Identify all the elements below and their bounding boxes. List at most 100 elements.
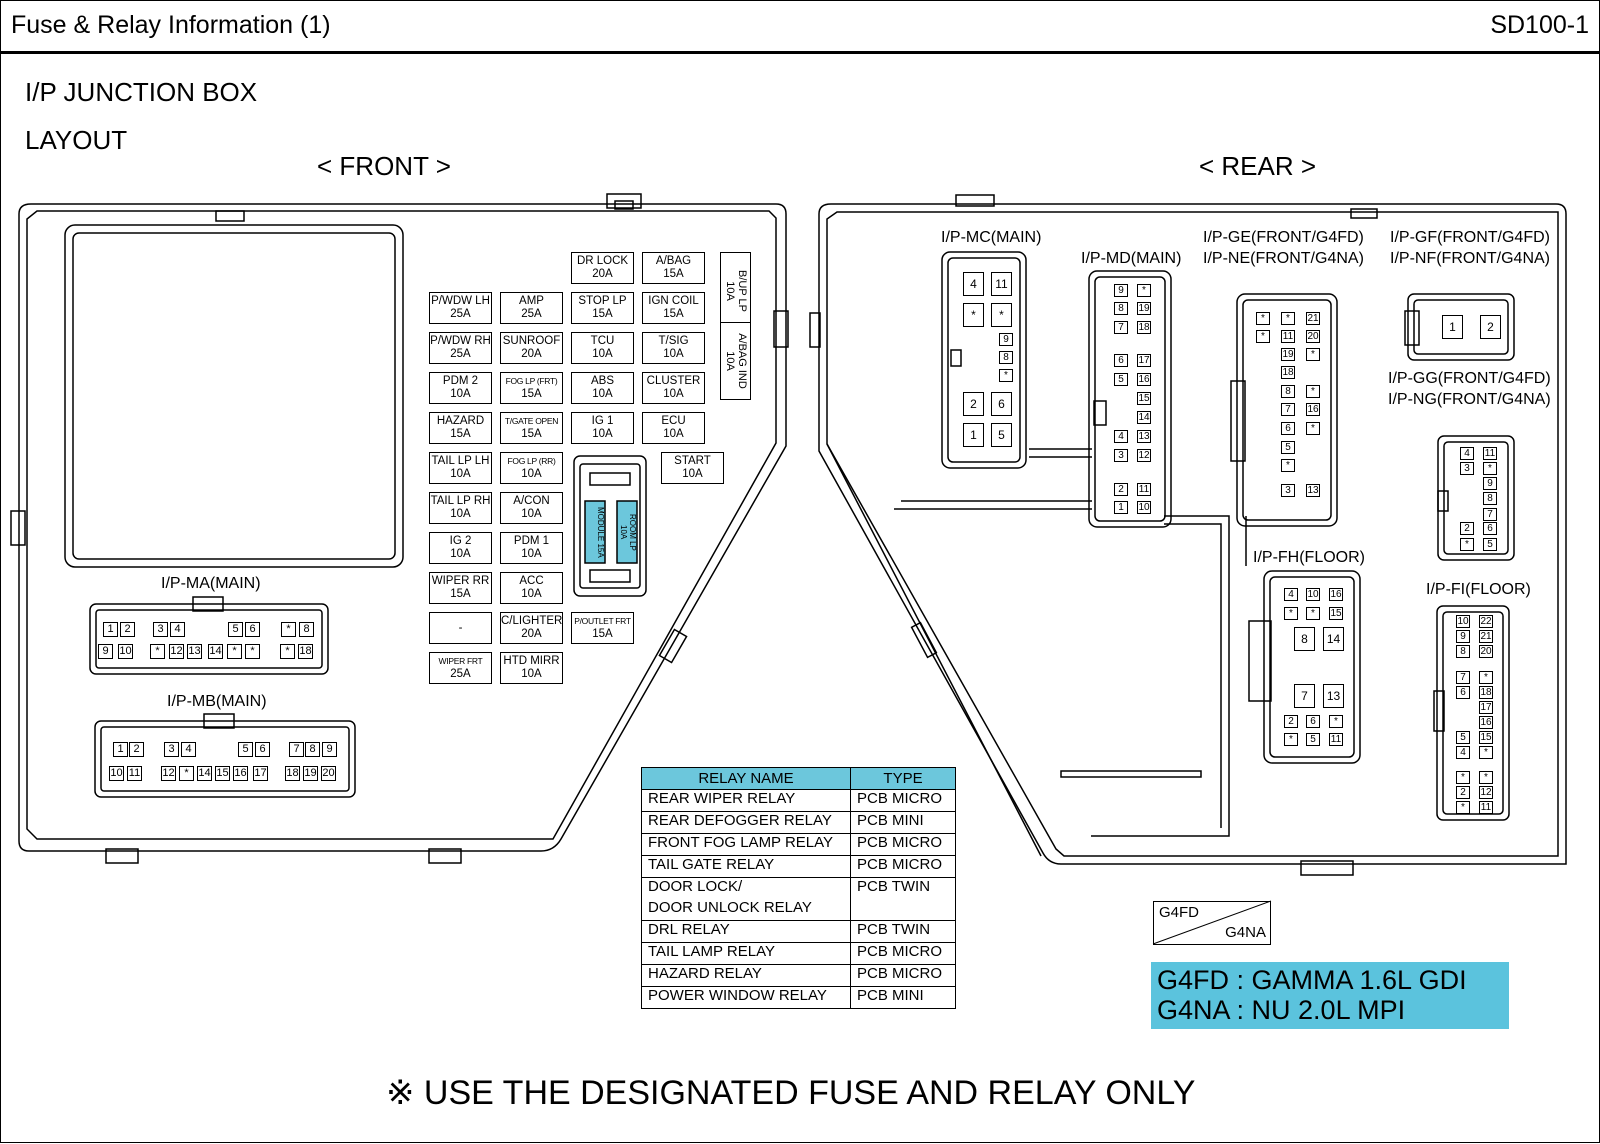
- mb-pin: 19: [303, 766, 318, 781]
- fuse-name: DR LOCK: [576, 255, 629, 267]
- gg-pin: 11: [1483, 447, 1497, 460]
- mc-pin: *: [999, 369, 1013, 382]
- relay-name: FRONT FOG LAMP RELAY: [641, 833, 851, 856]
- gg-pin: 6: [1483, 522, 1497, 535]
- relay-type: PCB MICRO: [850, 833, 956, 856]
- ma-pin: *: [227, 644, 242, 659]
- mb-pin: 17: [253, 766, 268, 781]
- fuse-blank[interactable]: -: [429, 612, 492, 644]
- notice-text: ※ USE THE DESIGNATED FUSE AND RELAY ONLY: [386, 1074, 1196, 1112]
- relay-name: DOOR UNLOCK RELAY: [641, 899, 851, 921]
- md-pin: *: [1137, 284, 1151, 297]
- ma-pin: 4: [170, 622, 185, 637]
- fuse-name: -: [458, 621, 463, 634]
- mb-pin: 11: [127, 766, 142, 781]
- ma-pin: 9: [98, 644, 113, 659]
- fh-pin: *: [1329, 715, 1343, 728]
- ge-pin: *: [1306, 385, 1320, 398]
- fh-pin: 7: [1294, 684, 1315, 708]
- fh-pin: 15: [1329, 607, 1343, 620]
- connector-ma-label: I/P-MA(MAIN): [161, 575, 261, 592]
- connector-ge-label: I/P-GE(FRONT/G4FD): [1203, 229, 1364, 246]
- relay-name: DRL RELAY: [641, 920, 851, 943]
- fuse-rating: 10A: [592, 348, 613, 360]
- fuse-name: A/BAG: [655, 255, 692, 267]
- md-pin: 9: [1114, 284, 1128, 297]
- fuse-rating: 20A: [521, 348, 542, 360]
- fuse-name: CLUSTER: [646, 375, 701, 387]
- gg-pin: 9: [1483, 477, 1497, 490]
- fi-pin: *: [1479, 771, 1493, 784]
- relay-name: REAR DEFOGGER RELAY: [641, 811, 851, 834]
- fuse-name: WIPER RR: [431, 575, 490, 587]
- md-pin: 4: [1114, 430, 1128, 443]
- fuse-rating: 10A: [521, 548, 542, 560]
- gg-pin: 5: [1483, 538, 1497, 551]
- ge-pin: *: [1306, 348, 1320, 361]
- relay-name: TAIL LAMP RELAY: [641, 942, 851, 965]
- ma-pin: *: [280, 644, 295, 659]
- fi-pin: 17: [1479, 701, 1493, 714]
- fuse-rating: 15A: [521, 388, 542, 400]
- connector-md-label: I/P-MD(MAIN): [1081, 250, 1182, 267]
- ge-pin: 5: [1281, 441, 1295, 454]
- fi-pin: 15: [1479, 731, 1493, 744]
- fuse-rating: 10A: [592, 428, 613, 440]
- front-box-inner: [26, 210, 777, 840]
- fuse-rating: 10A: [521, 668, 542, 680]
- fuse-name: TAIL LP LH: [431, 455, 490, 467]
- ge-pin: 21: [1306, 312, 1320, 325]
- mc-pin: 4: [963, 272, 984, 296]
- relay-row: DOOR LOCK/PCB TWIN: [641, 877, 956, 899]
- relay-name: HAZARD RELAY: [641, 964, 851, 987]
- fi-pin: 10: [1456, 615, 1470, 628]
- fuse-rating: 10A: [450, 508, 471, 520]
- fi-pin: 5: [1456, 731, 1470, 744]
- legend-g4na: G4NA: [1225, 924, 1266, 941]
- mb-pin: 14: [197, 766, 212, 781]
- fuse-fog-lp-frt[interactable]: FOG LP (FRT)15A: [500, 372, 563, 404]
- fuse-name: HTD MIRR: [503, 655, 560, 667]
- mb-pin: 20: [321, 766, 336, 781]
- relay-type: PCB MICRO: [850, 942, 956, 965]
- fuse-name: PDM 1: [513, 535, 550, 547]
- fh-pin: 4: [1284, 588, 1298, 601]
- mc-pin: *: [991, 303, 1012, 327]
- mb-pin: 6: [255, 742, 270, 757]
- fi-pin: 8: [1456, 645, 1470, 658]
- fuse-fog-lp-rr[interactable]: FOG LP (RR)10A: [500, 452, 563, 484]
- mb-pin: 9: [322, 742, 337, 757]
